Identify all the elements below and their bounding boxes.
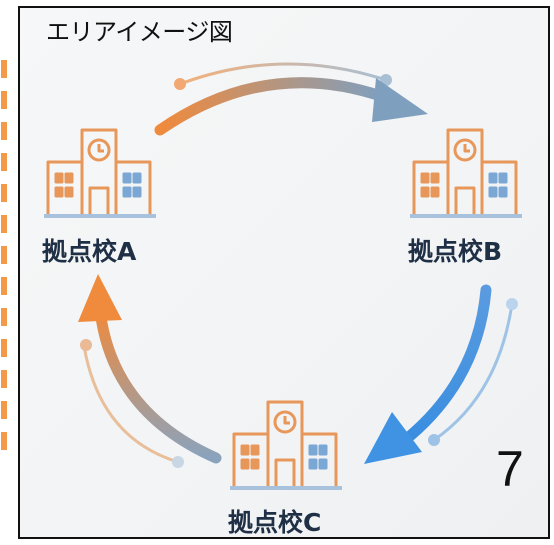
node-a-label: 拠点校A bbox=[42, 237, 137, 266]
diagram-frame: エリアイメージ図 拠点校A 拠点校B 拠点校C 7 bbox=[18, 6, 550, 539]
node-c-label: 拠点校C bbox=[228, 508, 322, 537]
school-building-icon-c bbox=[230, 400, 342, 490]
decorative-dots bbox=[80, 74, 518, 468]
cycle-diagram bbox=[44, 62, 522, 490]
arrow-b-to-c bbox=[364, 284, 492, 464]
page-number: 7 bbox=[496, 441, 524, 497]
school-building-icon-b bbox=[410, 128, 522, 218]
arrow-a-to-b bbox=[154, 77, 428, 136]
school-building-icon-a bbox=[44, 128, 156, 218]
node-b-label: 拠点校B bbox=[408, 237, 503, 266]
decorative-arcs bbox=[82, 62, 514, 464]
left-dashed-border bbox=[1, 60, 7, 460]
diagram-caption: エリアイメージ図 bbox=[46, 18, 233, 46]
arrow-c-to-a bbox=[78, 274, 222, 464]
